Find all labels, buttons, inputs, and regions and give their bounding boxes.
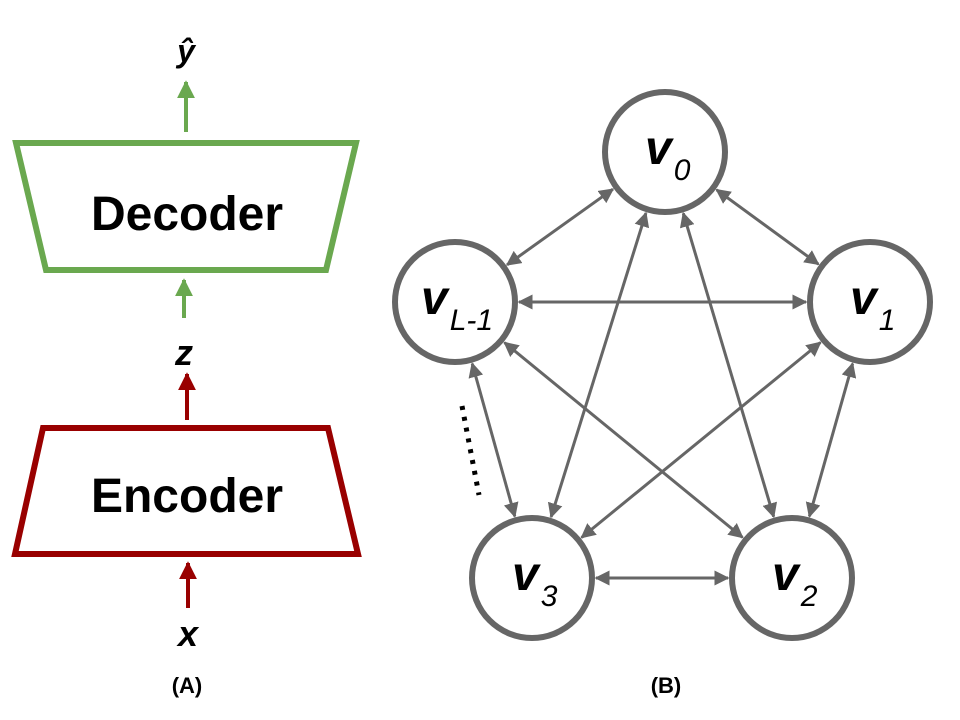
node-label-main: v xyxy=(421,272,450,325)
node-label-main: v xyxy=(772,548,801,601)
node-label-main: v xyxy=(512,548,541,601)
node-label-subscript: 1 xyxy=(879,304,896,337)
node-v2: v2 xyxy=(729,515,855,641)
node-label-main: v xyxy=(850,272,879,325)
node-circle xyxy=(807,239,933,365)
node-circle xyxy=(392,239,518,365)
panel-a: ŷ Decoder z Encoder x (A) xyxy=(11,33,362,698)
edge-v0-vL-1 xyxy=(505,187,615,267)
node-label-main: v xyxy=(645,122,674,175)
node-label: v1 xyxy=(850,272,895,337)
input-variable-label: x xyxy=(176,613,200,654)
node-circle xyxy=(729,515,855,641)
edge-v0-v2 xyxy=(679,211,778,519)
node-label: v0 xyxy=(645,122,691,187)
edge-v3-vL-1 xyxy=(468,362,519,518)
latent-variable-label: z xyxy=(174,332,193,373)
node-circle xyxy=(602,89,728,215)
panel-a-label: (A) xyxy=(172,673,203,698)
edge-v1-v2 xyxy=(805,362,857,518)
node-label: vL-1 xyxy=(421,272,493,337)
node-v3: v3 xyxy=(469,515,595,641)
decoder-label: Decoder xyxy=(91,188,283,241)
encoder-label: Encoder xyxy=(91,470,283,523)
node-circle xyxy=(469,515,595,641)
edge-v1-v3 xyxy=(580,341,822,539)
node-label-subscript: 0 xyxy=(674,154,691,187)
node-label-subscript: 2 xyxy=(800,580,818,613)
panel-b-label: (B) xyxy=(651,673,682,698)
edge-v0-v1 xyxy=(715,188,820,266)
output-variable-label: ŷ xyxy=(175,33,197,69)
decoder-block xyxy=(12,140,360,273)
node-vL-1: vL-1 xyxy=(392,239,518,365)
edge-v0-v3 xyxy=(547,211,650,519)
node-label-subscript: L-1 xyxy=(450,304,493,337)
ellipsis-dots xyxy=(459,405,482,496)
node-v0: v0 xyxy=(602,89,728,215)
node-label-subscript: 3 xyxy=(541,580,558,613)
graph-edges xyxy=(468,187,857,586)
node-label: v2 xyxy=(772,548,818,613)
encoder-block xyxy=(11,425,362,557)
node-v1: v1 xyxy=(807,239,933,365)
node-label: v3 xyxy=(512,548,558,613)
edge-v2-vL-1 xyxy=(503,341,744,539)
